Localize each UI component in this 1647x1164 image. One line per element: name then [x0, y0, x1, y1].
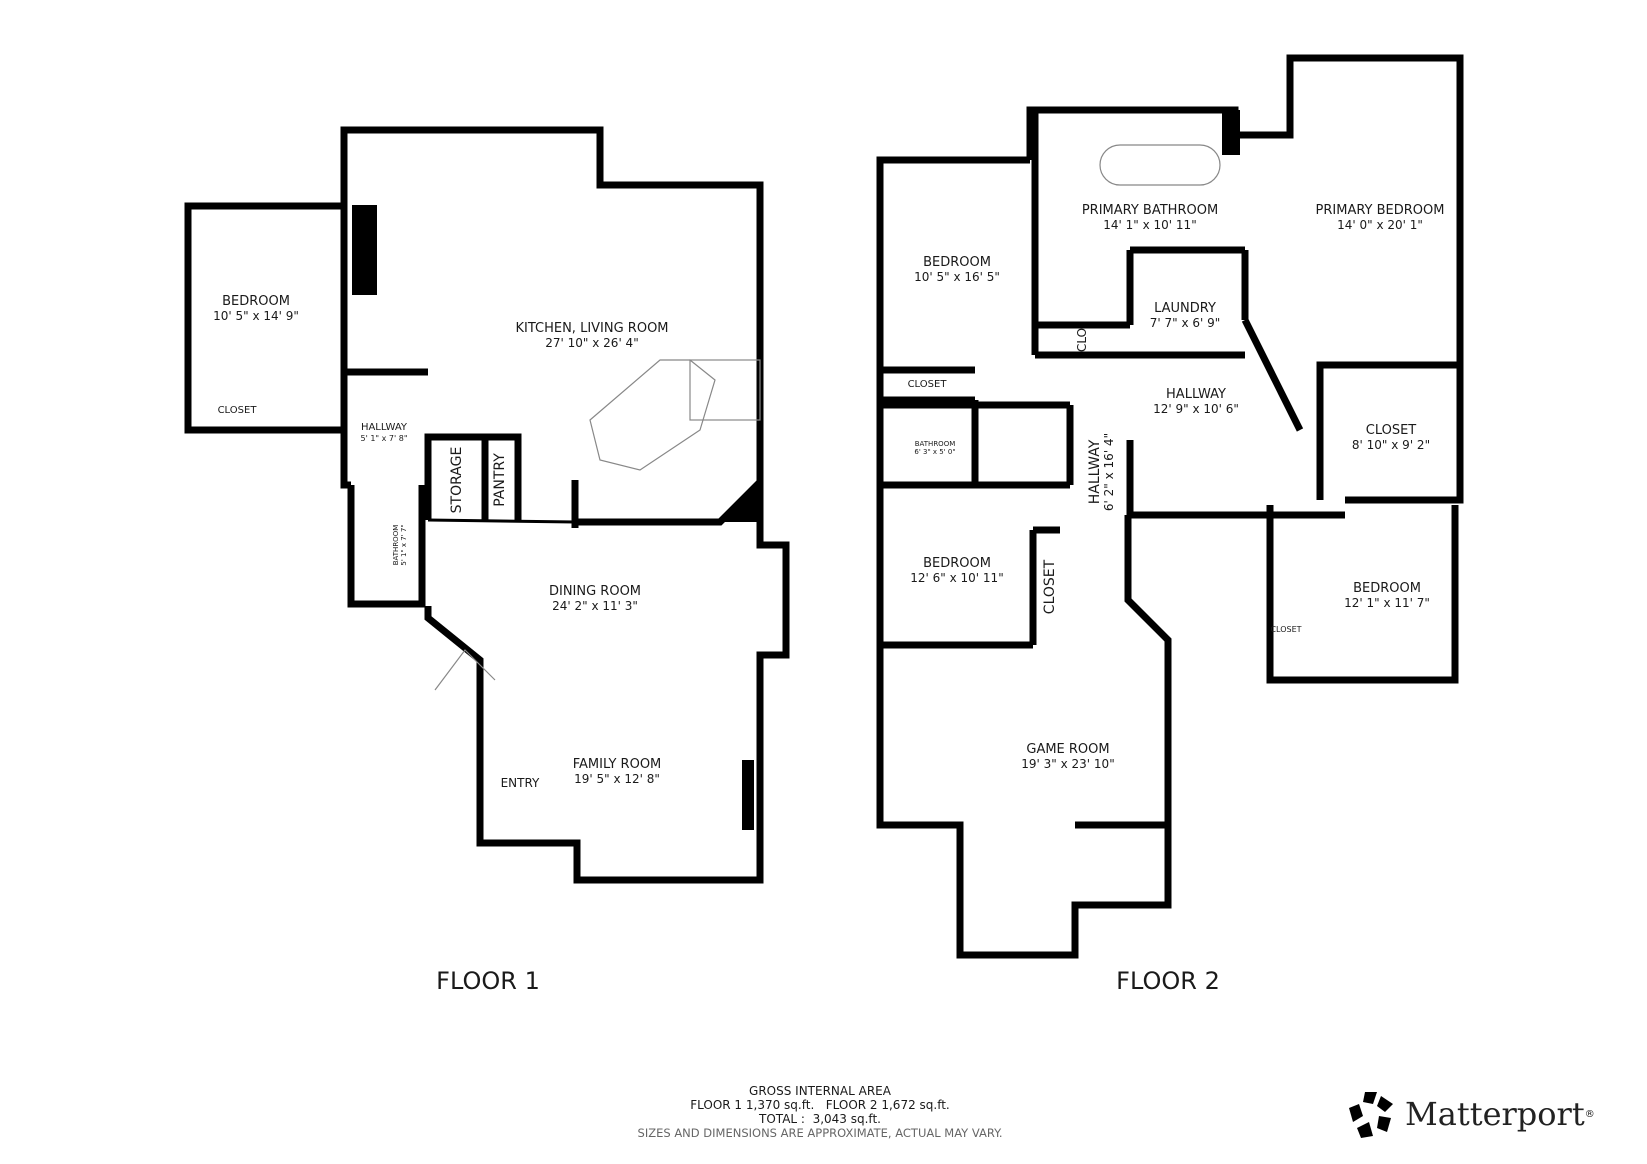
room-label: CLOSET: [907, 379, 947, 390]
floor2-right-bed: [1266, 505, 1459, 684]
floor1-bedroom-walls: [184, 202, 344, 434]
kitchen-island: [589, 359, 716, 471]
area-summary: GROSS INTERNAL AREA FLOOR 1 1,370 sq.ft.…: [638, 1084, 1003, 1140]
room-label: CLO: [1075, 327, 1090, 353]
matterport-logo-icon: [1349, 1092, 1393, 1138]
disclaimer: SIZES AND DIMENSIONS ARE APPROXIMATE, AC…: [637, 1126, 1003, 1140]
floor2-left-walls: [876, 156, 1172, 959]
room-label: CLOSET: [217, 405, 257, 416]
room-label: STORAGE: [448, 446, 465, 514]
area-title: GROSS INTERNAL AREA: [749, 1084, 891, 1098]
room-label: CLOSET: [1270, 625, 1302, 634]
room-label: PANTRY: [491, 453, 508, 507]
floor1-hall-walls: [340, 430, 351, 489]
fireplace: [352, 205, 377, 295]
floor-1-title: FLOOR 1: [436, 967, 540, 995]
floor2-primary-walls: [1026, 54, 1464, 504]
floor1-main-walls: [340, 126, 790, 884]
room-label: CLOSET: [1041, 559, 1058, 615]
brand-logo: Matterport®: [1345, 1088, 1595, 1140]
floor2-closet-walls: [1316, 361, 1460, 500]
floor-areas: FLOOR 1 1,370 sq.ft. FLOOR 2 1,672 sq.ft…: [690, 1098, 950, 1112]
room-label: ENTRY: [500, 776, 540, 790]
registered-mark: ®: [1584, 1108, 1595, 1120]
floor1-storage-walls: [424, 433, 522, 520]
brand-name: Matterport: [1405, 1095, 1585, 1133]
total-area: TOTAL : 3,043 sq.ft.: [759, 1112, 881, 1126]
floor-2-title: FLOOR 2: [1116, 967, 1220, 995]
floor1-bath-walls: [347, 485, 426, 608]
bathtub: [1099, 144, 1221, 186]
